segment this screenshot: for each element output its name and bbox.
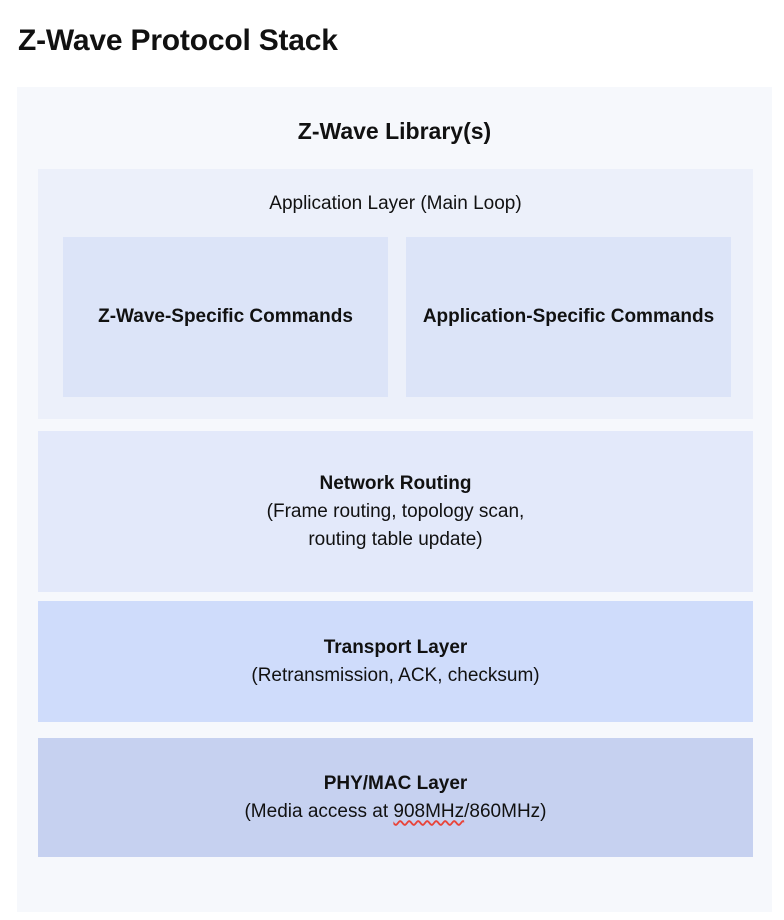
layer-transport: Transport Layer (Retransmission, ACK, ch… [38, 601, 753, 722]
layer-network-routing: Network Routing (Frame routing, topology… [38, 431, 753, 592]
application-layer-label: Application Layer (Main Loop) [269, 193, 522, 214]
layer-network-routing-title: Network Routing [319, 472, 472, 494]
layer-phy-mac-subtitle-prefix: (Media access at [244, 800, 394, 822]
command-box-row: Z-Wave-Specific Commands Application-Spe… [63, 237, 731, 397]
layer-phy-mac-subtitle: (Media access at 908MHz/860MHz) [244, 798, 546, 826]
command-box-zwave-specific: Z-Wave-Specific Commands [63, 237, 388, 397]
page-title: Z-Wave Protocol Stack [18, 24, 338, 57]
layer-transport-title: Transport Layer [323, 636, 468, 658]
layer-phy-mac: PHY/MAC Layer (Media access at 908MHz/86… [38, 738, 753, 857]
layer-phy-mac-title: PHY/MAC Layer [323, 772, 468, 794]
layer-transport-subtitle: (Retransmission, ACK, checksum) [251, 664, 540, 686]
protocol-stack-panel: Z-Wave Library(s) Application Layer (Mai… [17, 87, 772, 912]
command-box-application-specific: Application-Specific Commands [406, 237, 731, 397]
spellcheck-misspelled-word: 908MHz [393, 800, 465, 822]
stack-heading: Z-Wave Library(s) [297, 118, 492, 144]
layer-phy-mac-subtitle-suffix: /860MHz) [464, 800, 547, 822]
command-box-application-specific-label: Application-Specific Commands [422, 306, 715, 327]
layer-network-routing-subtitle: (Frame routing, topology scan, routing t… [266, 500, 525, 550]
application-layer-block: Application Layer (Main Loop) Z-Wave-Spe… [38, 169, 753, 419]
command-box-zwave-specific-label: Z-Wave-Specific Commands [98, 306, 353, 327]
